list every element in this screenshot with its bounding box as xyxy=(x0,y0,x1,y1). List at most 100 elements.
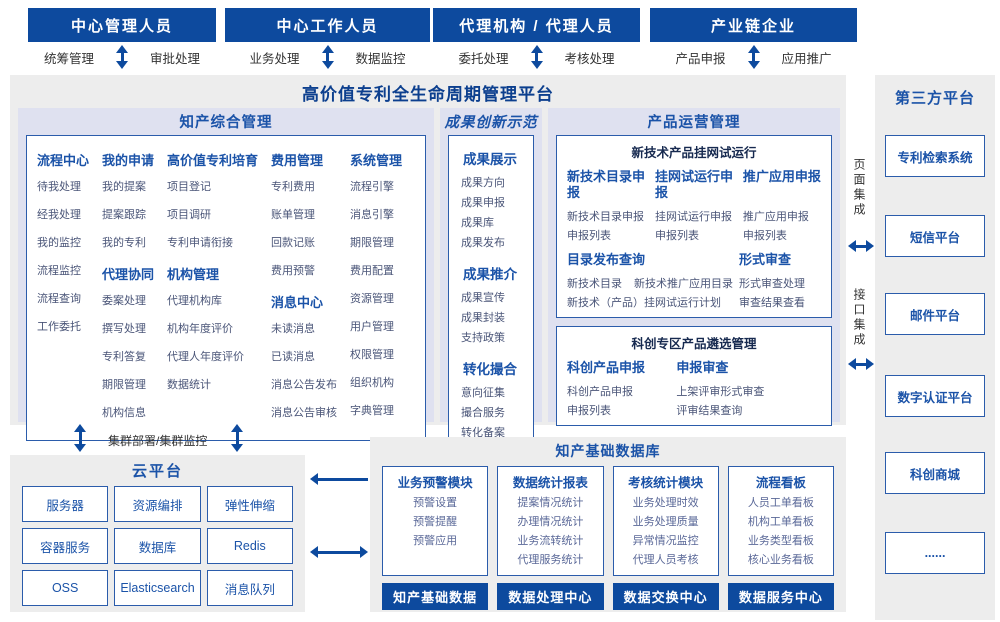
data-module: 数据统计报表 提案情况统计 办理情况统计 业务流转统计 代理服务统计 xyxy=(497,466,604,576)
menu-item: 转化备案 xyxy=(461,427,505,439)
module-item: 预警提醒 xyxy=(413,516,458,528)
menu-item: 审查结果查看 xyxy=(739,297,805,309)
menu-item: 申报列表 xyxy=(654,230,699,242)
trial-run-bottom-row: 目录发布查询 新技术目录 新技术推广应用目录 新技术（产品）挂网试运行计划 形式… xyxy=(567,250,821,313)
group-header: 形式审查 xyxy=(739,252,792,267)
double-arrow-horizontal-icon xyxy=(848,358,874,370)
module-item: 异常情况监控 xyxy=(632,535,699,547)
ip-management-box: 流程中心 待我处理 经我处理 我的监控 流程监控 流程查询 工作委托 我的申请 … xyxy=(26,135,426,441)
group-header: 代理协同 xyxy=(102,267,155,282)
menu-item: 代理机构库 xyxy=(167,295,223,307)
menu-item: 项目调研 xyxy=(167,209,212,221)
module-header: 业务预警模块 xyxy=(397,476,473,490)
group-header: 推广应用申报 xyxy=(742,169,821,184)
menu-item: 专利申请衔接 xyxy=(167,237,234,249)
group-header: 消息中心 xyxy=(271,295,324,310)
cloud-service: 资源编排 xyxy=(114,486,201,522)
menu-item: 成果方向 xyxy=(461,177,505,189)
ipm-column: 系统管理 流程引擎 消息引擎 期限管理 费用配置 资源管理 用户管理 权限管理 … xyxy=(350,148,402,432)
group-header: 转化撮合 xyxy=(463,362,517,377)
section-title: 产品运营管理 xyxy=(647,115,741,131)
third-party-panel: 第三方平台 专利检索系统 短信平台 邮件平台 数字认证平台 科创商城 .....… xyxy=(875,75,995,620)
group-header: 高价值专利培育 xyxy=(167,153,259,168)
arrow-left-icon xyxy=(310,473,368,485)
cloud-service: 数据库 xyxy=(114,528,201,564)
third-party-item: 科创商城 xyxy=(885,452,985,494)
group-header: 挂网试运行申报 xyxy=(654,169,733,200)
role-functions-center-managers: 统筹管理 审批处理 xyxy=(28,45,216,69)
menu-item: 新技术目录 xyxy=(567,278,622,290)
menu-item: 项目登记 xyxy=(167,181,212,193)
third-party-item: ...... xyxy=(885,532,985,574)
section-achievement-innovation: 成果创新示范 成果展示 成果方向 成果申报 成果库 成果发布 成果推介 成果宣传… xyxy=(440,108,542,450)
section-ip-management: 知产综合管理 流程中心 待我处理 经我处理 我的监控 流程监控 流程查询 工作委… xyxy=(18,108,434,441)
role-functions-industry: 产品申报 应用推广 xyxy=(650,45,857,69)
menu-item: 流程监控 xyxy=(37,265,81,277)
po-column: 挂网试运行申报 挂网试运行申报 申报列表 xyxy=(655,167,737,246)
menu-item: 撰写处理 xyxy=(102,323,147,335)
section-title: 成果创新示范 xyxy=(444,115,538,131)
menu-item: 期限管理 xyxy=(102,379,147,391)
menu-item: 推广应用申报 xyxy=(742,211,809,223)
menu-item: 流程引擎 xyxy=(350,181,395,193)
menu-item: 成果宣传 xyxy=(461,292,505,304)
module-header: 考核统计模块 xyxy=(628,476,704,490)
module-item: 预警应用 xyxy=(413,535,458,547)
cloud-platform-title: 云平台 xyxy=(131,463,183,480)
data-center-bar: 数据服务中心 xyxy=(727,583,834,610)
cloud-service: 容器服务 xyxy=(22,528,109,564)
selection-columns: 科创产品申报 科创产品申报 申报列表 申报审查 上架评审形式审查 评审结果查询 xyxy=(567,358,821,421)
achievement-innovation-box: 成果展示 成果方向 成果申报 成果库 成果发布 成果推介 成果宣传 成果封装 支… xyxy=(448,135,534,450)
menu-item: 申报列表 xyxy=(742,230,787,242)
menu-item: 数据统计 xyxy=(167,379,212,391)
ipm-column: 流程中心 待我处理 经我处理 我的监控 流程监控 流程查询 工作委托 xyxy=(37,148,89,432)
menu-item: 新技术（产品）挂网试运行计划 xyxy=(567,297,721,309)
cluster-deploy-label: 集群部署/集群监控 xyxy=(108,434,208,448)
group-header: 系统管理 xyxy=(350,153,403,168)
role-function-label: 委托处理 xyxy=(458,51,509,66)
role-function-label: 审批处理 xyxy=(150,51,201,66)
third-party-item: 专利检索系统 xyxy=(885,135,985,177)
menu-item: 消息引擎 xyxy=(350,209,395,221)
double-arrow-vertical-icon xyxy=(74,424,86,452)
group-header: 申报审查 xyxy=(676,360,729,375)
double-arrow-vertical-icon xyxy=(321,45,334,69)
role-function-label: 考核处理 xyxy=(564,51,615,66)
module-header: 流程看板 xyxy=(755,476,806,490)
menu-item: 工作委托 xyxy=(37,321,81,333)
platform-container: 高价值专利全生命周期管理平台 知产综合管理 流程中心 待我处理 经我处理 我的监… xyxy=(10,75,846,450)
role-functions-agency: 委托处理 考核处理 xyxy=(433,45,640,69)
role-bar-agency: 代理机构 / 代理人员 xyxy=(433,8,640,42)
menu-item: 支持政策 xyxy=(461,332,505,344)
double-arrow-vertical-icon xyxy=(116,45,128,69)
trial-run-box: 新技术产品挂网试运行 新技术目录申报 新技术目录申报 申报列表 挂网试运行申报 … xyxy=(556,135,832,318)
cloud-service: OSS xyxy=(22,570,109,606)
group-header: 流程中心 xyxy=(37,153,90,168)
po-column: 形式审查 形式审查处理 审查结果查看 xyxy=(739,250,821,313)
ipm-column: 高价值专利培育 项目登记 项目调研 专利申请衔接 机构管理 代理机构库 机构年度… xyxy=(167,148,258,432)
menu-item: 申报列表 xyxy=(567,230,611,242)
section-product-operation: 产品运营管理 新技术产品挂网试运行 新技术目录申报 新技术目录申报 申报列表 挂… xyxy=(548,108,840,426)
data-center-bar: 数据交换中心 xyxy=(612,583,719,610)
role-functions-center-staff: 业务处理 数据监控 xyxy=(225,45,430,69)
cloud-grid: 服务器 资源编排 弹性伸缩 容器服务 数据库 Redis OSS Elastic… xyxy=(22,486,293,606)
platform-title: 高价值专利全生命周期管理平台 xyxy=(302,85,554,104)
module-item: 提案情况统计 xyxy=(517,497,584,509)
menu-item: 回款记账 xyxy=(271,237,316,249)
menu-item: 专利费用 xyxy=(271,181,316,193)
menu-item: 组织机构 xyxy=(350,377,395,389)
third-party-item: 短信平台 xyxy=(885,215,985,257)
data-module: 流程看板 人员工单看板 机构工单看板 业务类型看板 核心业务看板 xyxy=(727,466,834,576)
menu-item: 成果发布 xyxy=(461,237,505,249)
section-title: 知产综合管理 xyxy=(179,115,273,131)
module-item: 代理服务统计 xyxy=(517,554,584,566)
cloud-service: 弹性伸缩 xyxy=(206,486,293,522)
group-header: 新技术目录申报 xyxy=(567,169,646,200)
menu-item: 资源管理 xyxy=(350,293,395,305)
menu-item: 待我处理 xyxy=(37,181,81,193)
module-item: 业务处理时效 xyxy=(632,497,699,509)
menu-item: 用户管理 xyxy=(350,321,395,333)
module-item: 核心业务看板 xyxy=(747,554,814,566)
product-operation-boxes: 新技术产品挂网试运行 新技术目录申报 新技术目录申报 申报列表 挂网试运行申报 … xyxy=(556,135,832,426)
third-party-item: 邮件平台 xyxy=(885,293,985,335)
